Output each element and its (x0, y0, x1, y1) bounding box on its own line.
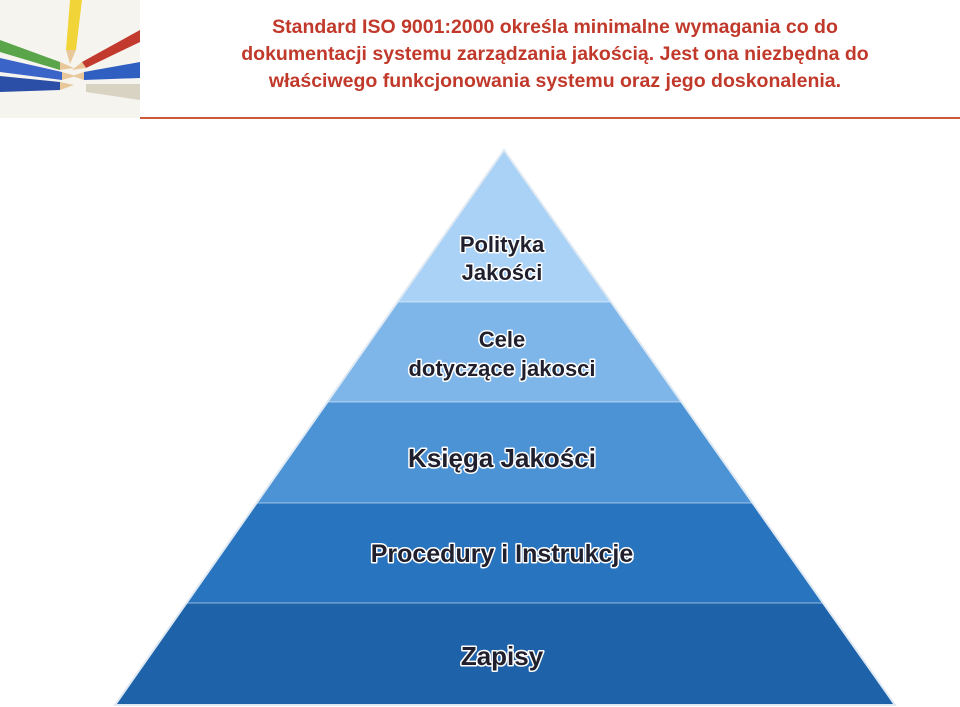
pencils-decoration-image (0, 0, 140, 118)
header-divider (140, 117, 960, 119)
page-title: Standard ISO 9001:2000 określa minimalne… (180, 14, 930, 95)
label-cele: Cele (479, 327, 525, 352)
label-zapisy: Zapisy (461, 641, 544, 671)
title-line-3: właściwego funkcjonowania systemu oraz j… (268, 70, 842, 92)
title-line-2: dokumentacji systemu zarządzania jakości… (241, 43, 869, 65)
pyramid-level-2 (115, 302, 895, 402)
pyramid-level-5 (115, 603, 895, 705)
title-line-1: Standard ISO 9001:2000 określa minimalne… (272, 16, 838, 38)
label-procedury-instrukcje: Procedury i Instrukcje (371, 540, 634, 568)
label-jakosci: Jakości (462, 260, 543, 285)
label-polityka: Polityka (460, 232, 545, 257)
label-dotyczace-jakosci: dotyczące jakosci (408, 356, 595, 381)
document-pyramid-diagram: Polityka Jakości Cele dotyczące jakosci … (100, 140, 910, 707)
label-ksiega-jakosci: Księga Jakości (408, 443, 596, 473)
